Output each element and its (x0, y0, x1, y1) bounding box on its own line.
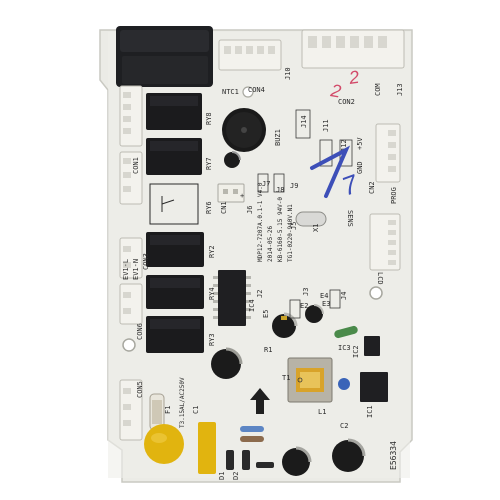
transformer-t1 (287, 357, 333, 403)
label-d1: D1 (218, 472, 226, 480)
top-connector-con4 (218, 39, 282, 71)
relay-ry2 (146, 232, 204, 267)
label-j8: J8 (276, 186, 284, 194)
label-con6: CON6 (136, 323, 144, 340)
cn1-header (217, 183, 245, 203)
label-cn1: CN1 (220, 201, 228, 214)
capacitor-bottom-left (282, 446, 312, 476)
label-ntc: NTC1 (222, 88, 239, 96)
label-serial: E56334 (389, 441, 398, 470)
capacitor-blue (338, 378, 350, 390)
label-j14: J14 (300, 115, 308, 128)
crystal-x1 (295, 211, 327, 227)
label-con5: CON5 (136, 381, 144, 398)
label-ry7: RY7 (205, 157, 213, 170)
label-prog: PROG (390, 187, 398, 204)
label-cn2: CN2 (368, 181, 376, 194)
label-r1: R1 (264, 346, 272, 354)
label-e4: E4 (320, 292, 328, 300)
label-c1: C1 (192, 406, 200, 414)
relay-ry8 (146, 93, 202, 130)
label-ry6: RY6 (205, 201, 213, 214)
ink-red-two-1: 2 (328, 80, 342, 102)
arrow-silkscreen (250, 388, 270, 414)
label-model-4: TG1-0220-940V.N1 (287, 204, 294, 262)
label-con2: CON2 (338, 98, 355, 106)
label-f1: F1 (164, 406, 172, 414)
label-evl: EV1-L (122, 259, 130, 280)
label-e2: E2 (300, 302, 308, 310)
left-connector-strip (119, 85, 143, 441)
label-t1: T1 (282, 374, 290, 382)
label-j13: J13 (396, 83, 404, 96)
label-plus: + (240, 192, 244, 200)
capacitor-e5 (272, 312, 298, 338)
silkscreen-lines (257, 109, 353, 383)
label-bz1: BUZ1 (274, 129, 282, 146)
capacitor-yellow-box (198, 422, 216, 474)
label-model-2: 2014-05-26 (267, 225, 274, 262)
capacitor-e1 (211, 347, 243, 379)
label-j3: J3 (302, 288, 310, 296)
label-j11: J11 (322, 119, 330, 132)
label-con3: CON3 (142, 253, 150, 270)
label-v5: +5V (356, 137, 364, 150)
ink-red-two-2: 2 (347, 67, 361, 88)
right-connector-lcd (369, 213, 401, 271)
label-sens: SENS (346, 210, 354, 227)
label-ry4: RY4 (208, 287, 216, 300)
label-e5: E5 (262, 310, 270, 318)
silkscreen-labels: CON4 CON2 J10 J13 J14 BUZ1 J11 J12 RY8 R… (122, 67, 404, 480)
label-ic3: IC3 (338, 344, 351, 352)
bottom-diodes (226, 426, 274, 470)
label-model-3: KB-6160-5.15 94V-0 (277, 197, 284, 262)
label-rating: T3.15AL/AC250V (179, 377, 186, 428)
label-ic1: IC1 (366, 405, 374, 418)
label-evn: EV1-N (132, 259, 140, 280)
label-j7: J7 (262, 180, 270, 188)
label-lcd: LCD (376, 272, 384, 285)
label-j9: J9 (290, 182, 298, 190)
label-con4: CON4 (248, 86, 265, 94)
label-ry3: RY3 (208, 333, 216, 346)
label-ic4: IC4 (248, 299, 256, 312)
relay-ry3 (146, 316, 204, 353)
label-x1: X1 (312, 224, 320, 232)
label-l1: L1 (318, 408, 326, 416)
label-d2: D2 (232, 472, 240, 480)
capacitor-yellow-disc (144, 424, 184, 464)
relay-ry7 (146, 138, 202, 175)
label-ry2: RY2 (208, 245, 216, 258)
ic2-chip (364, 336, 380, 356)
main-power-relay (116, 26, 213, 87)
ic1-chip (360, 372, 388, 402)
label-j10: J10 (284, 67, 292, 80)
label-ry8: RY8 (205, 112, 213, 125)
mounting-holes (122, 86, 383, 352)
ic4-chip (213, 270, 251, 326)
resistor-green (334, 325, 358, 339)
capacitor-bottom-right (332, 438, 366, 472)
label-j12: J12 (340, 139, 348, 152)
label-gnd: GND (356, 161, 364, 174)
label-j5: J5 (290, 222, 298, 230)
buzzer (222, 108, 266, 152)
label-j6: J6 (246, 206, 254, 214)
relay-ry4 (146, 275, 204, 309)
label-com: COM (374, 83, 382, 96)
label-j2: J2 (256, 290, 264, 298)
right-connector-upper (375, 123, 401, 183)
relay-ry6-footprint (149, 183, 199, 225)
capacitor-e2 (305, 304, 324, 323)
top-connector-con2 (301, 29, 405, 69)
capacitor-e5-top (224, 151, 241, 168)
label-model-1: MDP12-7207A.0.1-1 V4.0 (257, 182, 264, 262)
label-con1: CON1 (132, 157, 140, 174)
label-e3: E3 (322, 300, 330, 308)
label-c2: C2 (340, 422, 348, 430)
label-ic2: IC2 (352, 345, 360, 358)
label-j4: J4 (340, 292, 348, 300)
